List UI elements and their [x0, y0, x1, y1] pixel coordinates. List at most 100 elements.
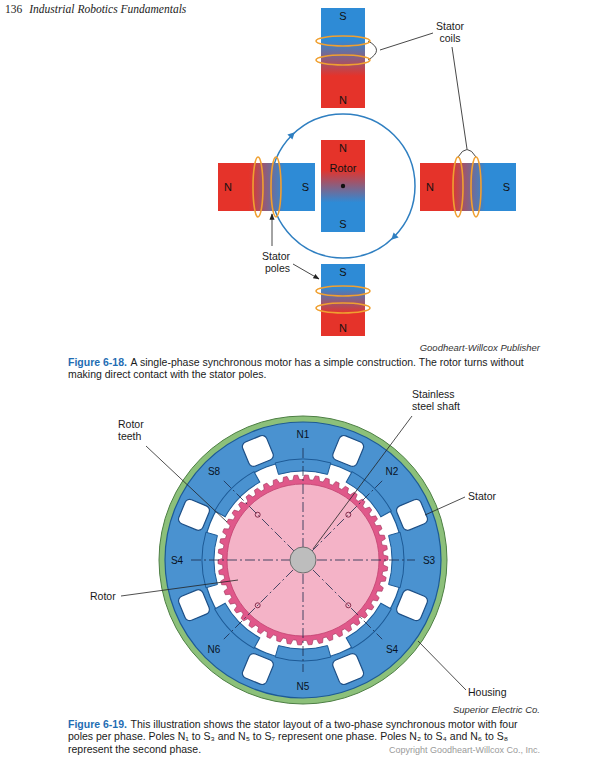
leader-lines: [121, 416, 466, 690]
label-box: N6: [208, 644, 221, 655]
callout-label: Stator: [468, 490, 496, 502]
stator-slot: [395, 588, 429, 622]
pole-letter: N: [339, 322, 347, 334]
leader-line: [146, 446, 227, 522]
leader-line: [425, 497, 465, 515]
label-box: N1: [297, 429, 310, 440]
leader-arrow: [293, 264, 319, 279]
single-phase-motor: [271, 33, 476, 279]
stator-slot: [241, 652, 275, 686]
coil-bracket: [458, 150, 476, 158]
figure-caption: Figure 6-18.A single-phase synchronous m…: [68, 356, 542, 381]
copyright-note: Copyright Goodheart-Willcox Co., Inc.: [389, 745, 540, 755]
source-credit: Goodheart-Willcox Publisher: [420, 342, 540, 353]
center-line: [224, 481, 382, 639]
stator-slot: [395, 498, 429, 532]
label-box: Stainless steel shaft: [412, 388, 476, 412]
rotor-marks: [255, 512, 351, 608]
callout-label: Rotor teeth: [118, 418, 144, 442]
pole-label: S8: [208, 466, 220, 477]
pole-label: S4: [171, 555, 183, 566]
pole-label: N2: [386, 466, 399, 477]
label-box: Copyright Goodheart-Willcox Co., Inc.: [389, 745, 540, 756]
pole-marks: [321, 8, 365, 108]
stator-slot: [177, 498, 211, 532]
rotor-mark: [255, 512, 260, 517]
stator-pole: NS: [420, 163, 516, 211]
stator-coil: [471, 157, 481, 217]
label-box: S4: [386, 644, 398, 655]
pole-letter: S: [339, 10, 346, 22]
pole-marks: [218, 163, 315, 211]
two-phase-motor: [121, 416, 466, 704]
pole-letter: N: [224, 181, 232, 193]
stator-coil: [316, 55, 370, 65]
label-box: N5: [297, 681, 310, 692]
stator-pole: SN: [321, 8, 365, 108]
leader-line: [418, 641, 466, 690]
leader-line: [313, 416, 412, 549]
page-number: 136: [5, 3, 22, 15]
stator-pole: SN: [321, 264, 365, 336]
label-box: N2: [386, 466, 399, 477]
housing-ring: [159, 416, 447, 704]
label-box: S8: [208, 466, 220, 477]
stator-slot: [331, 434, 365, 468]
leader-arrow: [272, 214, 273, 246]
label-box: Rotor: [90, 590, 116, 602]
rotor-pivot: [341, 184, 345, 188]
callout-label: Stainless steel shaft: [412, 388, 460, 412]
running-title: Industrial Robotics Fundamentals: [29, 3, 186, 15]
stator-slot: [331, 652, 365, 686]
rotation-arrow: [287, 132, 294, 139]
label-box: S3: [423, 555, 435, 566]
label-box: Superior Electric Co.: [453, 704, 540, 715]
callout-label: Stator poles: [262, 250, 290, 274]
stator-slot: [241, 434, 275, 468]
pole-letter: N: [339, 142, 347, 154]
pole-letter: S: [339, 218, 346, 230]
pole-label: N5: [297, 681, 310, 692]
stator-coil: [316, 36, 370, 46]
label-box: Stator: [468, 490, 496, 502]
pole-label: S3: [423, 555, 435, 566]
coil-bracket: [368, 41, 377, 60]
stator-slots: [177, 434, 429, 686]
caption-text: A single-phase synchronous motor has a s…: [68, 356, 524, 380]
stator-coil: [453, 157, 463, 217]
rotor: N RotorS: [321, 140, 365, 232]
center-lines: [191, 448, 415, 672]
stator-slot: [177, 588, 211, 622]
pole-letter: S: [503, 181, 510, 193]
rotor-mark: [346, 603, 351, 608]
pole-label: N1: [297, 429, 310, 440]
pole-letter: S: [302, 181, 309, 193]
shaft: [290, 547, 316, 573]
rotor-mark: [255, 603, 260, 608]
label-box: Goodheart-Willcox Publisher: [420, 342, 540, 353]
leader-line: [452, 47, 467, 149]
stator-body: [165, 422, 441, 698]
rotor-mark: [346, 512, 351, 517]
stator-coil: [316, 303, 370, 313]
pole-marks: [420, 163, 516, 211]
rotation-arrow: [391, 232, 398, 239]
pole-letter: N: [339, 94, 347, 106]
label-box: Stator coils: [436, 20, 464, 44]
pole-letter: S: [339, 266, 346, 278]
part-label: Rotor: [330, 162, 357, 174]
figure-number: Figure 6-19.: [68, 718, 127, 730]
callout-label: Rotor: [90, 590, 116, 602]
running-head: 136 Industrial Robotics Fundamentals: [5, 3, 505, 16]
stator-coil: [316, 286, 370, 296]
pole-letter: N: [426, 181, 434, 193]
stator-coil: [253, 157, 263, 217]
figure-number: Figure 6-18.: [68, 356, 127, 368]
pole-label: S4: [386, 644, 398, 655]
source-credit: Superior Electric Co.: [453, 704, 540, 715]
stator-pole: NS: [218, 163, 315, 211]
center-line: [224, 481, 382, 639]
label-box: Housing: [468, 686, 507, 698]
leader-line: [121, 580, 238, 596]
